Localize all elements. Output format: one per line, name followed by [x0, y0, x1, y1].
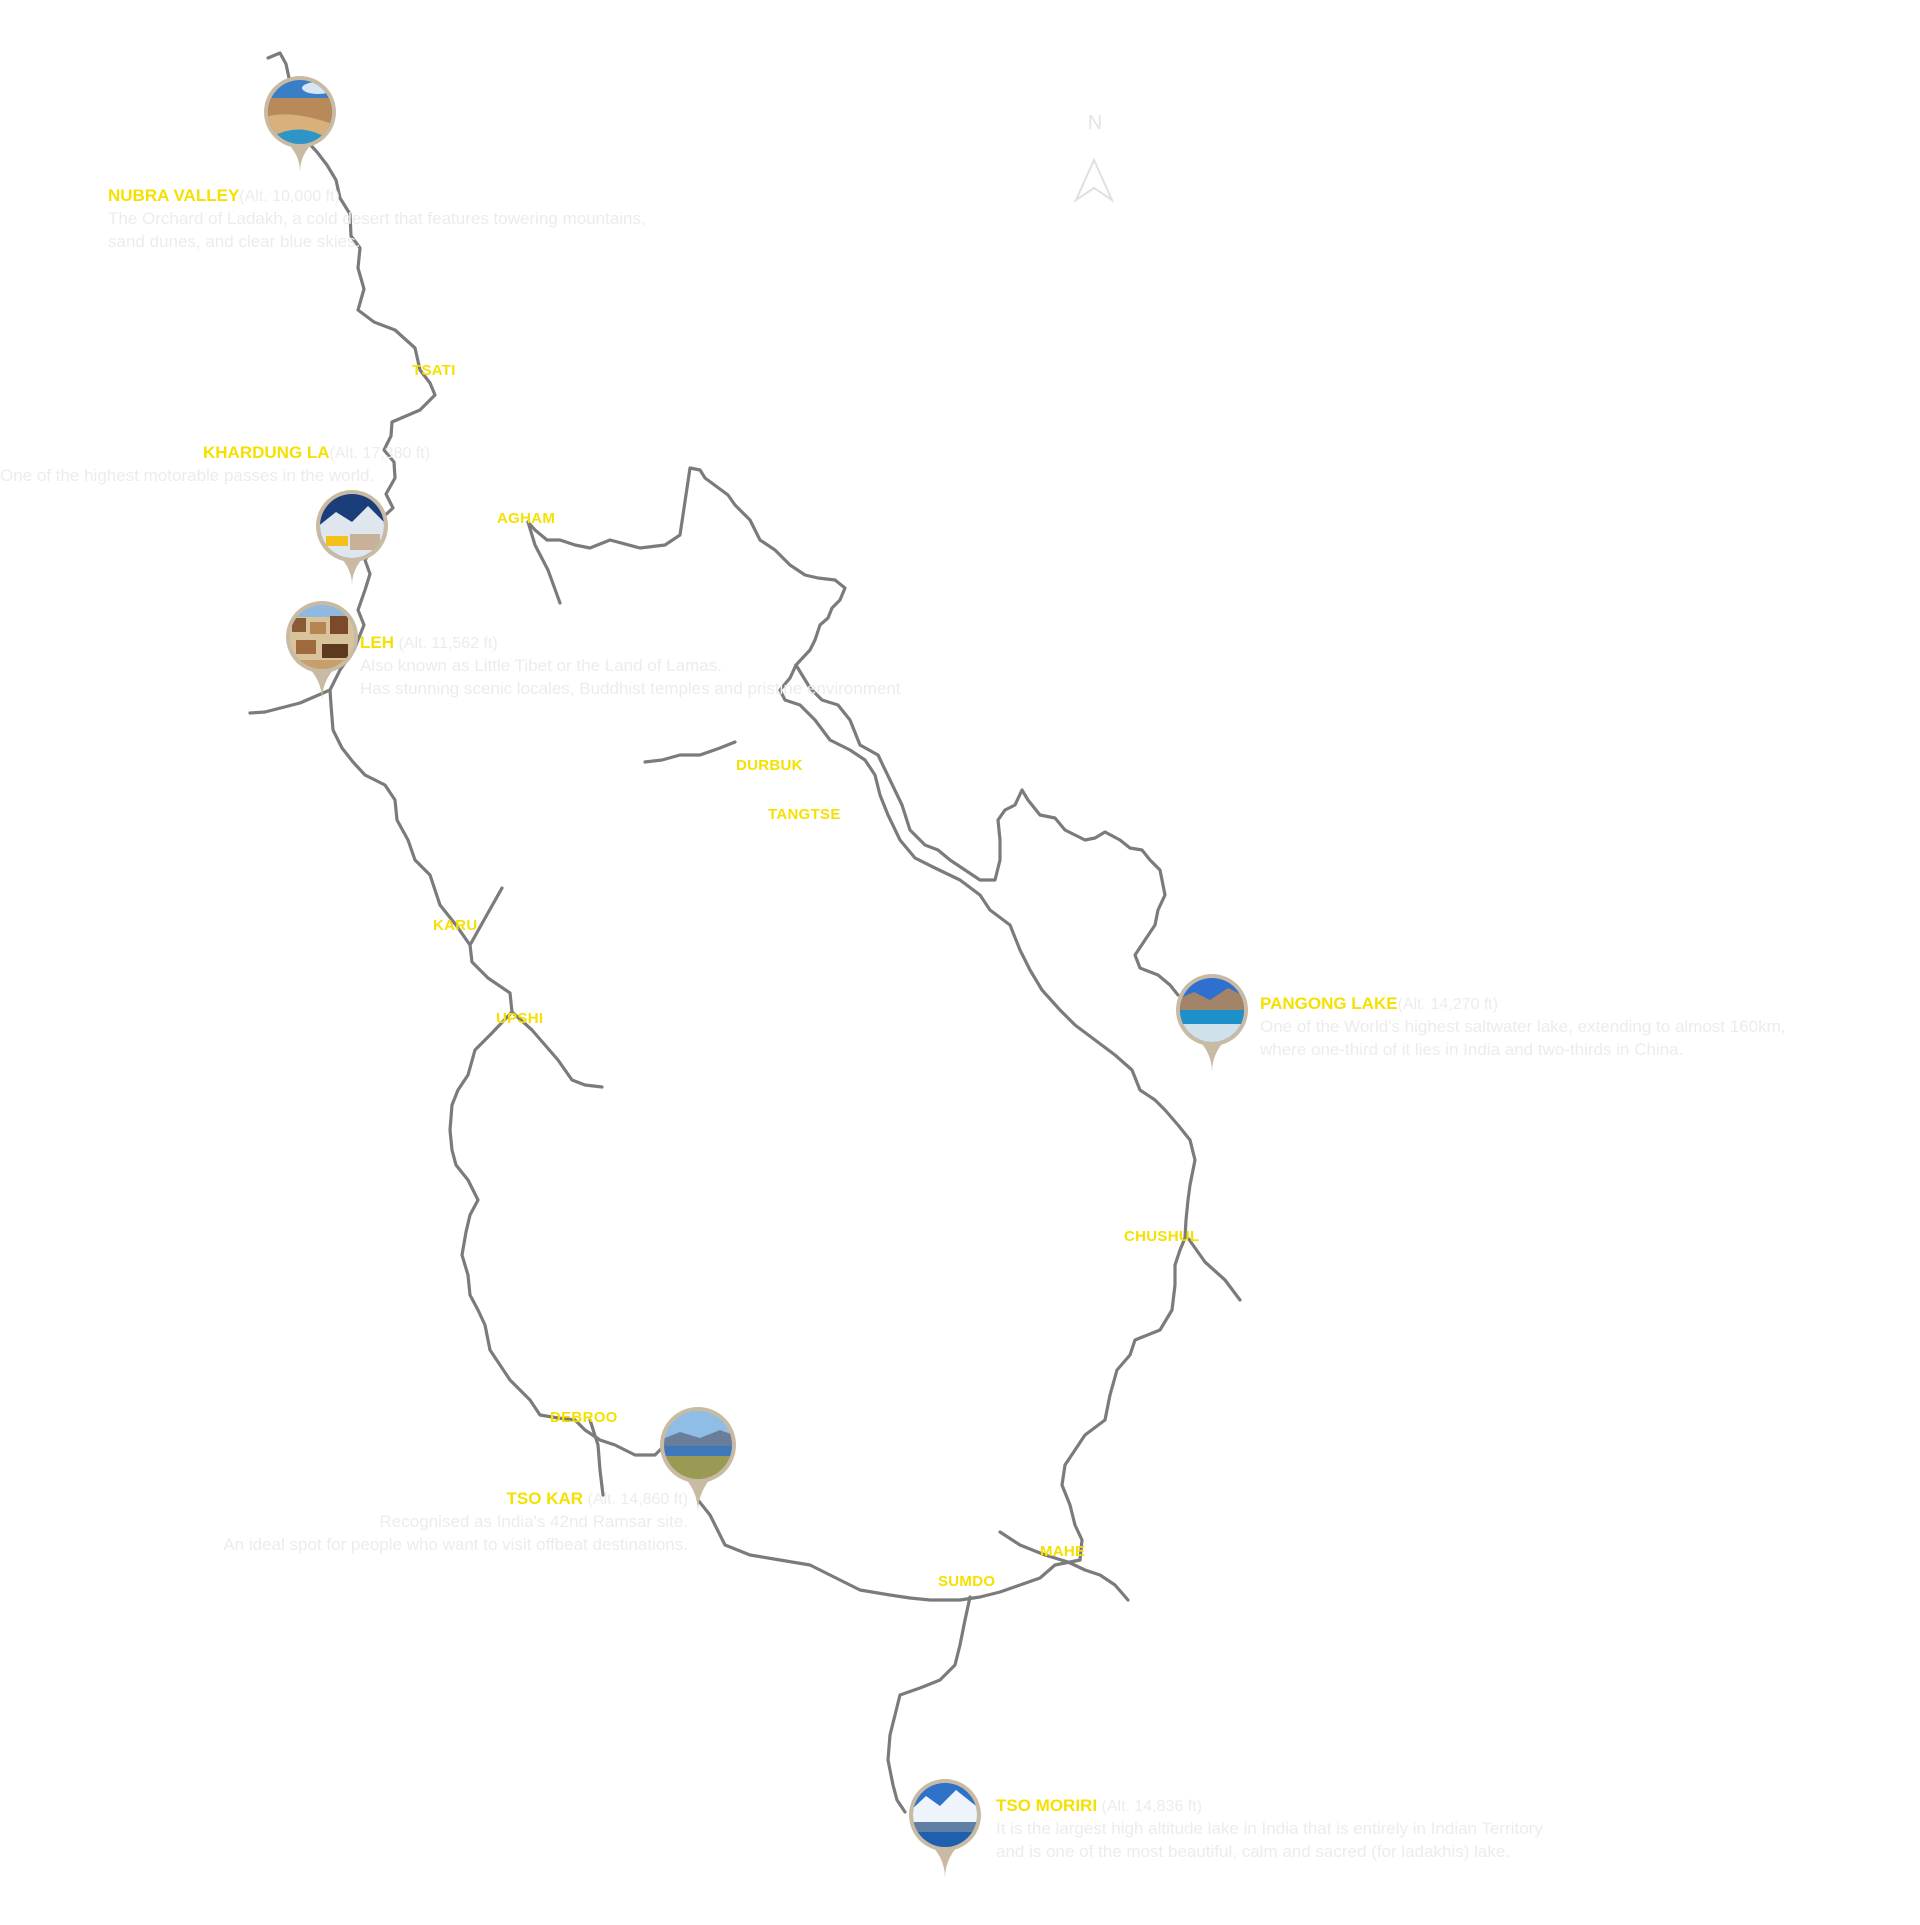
- destination-description-line: Also known as Little Tibet or the Land o…: [360, 656, 722, 675]
- town-label-debroo: DEBROO: [550, 1409, 618, 1426]
- destination-altitude: (Alt. 14,270 ft): [1397, 996, 1499, 1013]
- north-arrow-icon: [1073, 157, 1115, 203]
- town-label-karu: KARU: [433, 917, 478, 934]
- road-karu-spur: [468, 886, 504, 947]
- tsokar-photo: [664, 1411, 732, 1479]
- destination-name: TSO KAR: [506, 1489, 584, 1508]
- destination-altitude: (Alt. 10,000 ft): [239, 188, 340, 205]
- pin-nubra[interactable]: [262, 74, 338, 172]
- destination-tsokar: TSO KAR (Alt. 14,860 ft) Recognised as I…: [223, 1488, 688, 1557]
- road-upshi-to-debring: [448, 1010, 700, 1457]
- town-label-sumdo: SUMDO: [938, 1573, 996, 1590]
- destination-name: TSO MORIRI: [996, 1796, 1098, 1815]
- destination-description-line: Has stunning scenic locales, Buddhist te…: [360, 679, 901, 698]
- road-chushul-spur: [1186, 1236, 1242, 1302]
- road-upshi-spur: [510, 1010, 604, 1089]
- khardung-photo: [320, 494, 384, 558]
- road-leh-to-upshi: [248, 688, 514, 1014]
- pin-tsomoriri[interactable]: [909, 1779, 981, 1878]
- compass-label: N: [1087, 112, 1103, 134]
- town-label-agham: AGHAM: [497, 510, 556, 527]
- destination-description-line: It is the largest high altitude lake in …: [996, 1819, 1543, 1838]
- road-sumdo-to-tsomoriri: [886, 1595, 972, 1814]
- destination-khardung: KHARDUNG LA(Alt. 17,380 ft) One of the h…: [0, 442, 430, 488]
- nubra-photo: [268, 80, 332, 144]
- destination-description-line: One of the highest motorable passes in t…: [0, 466, 375, 485]
- destination-nubra: NUBRA VALLEY(Alt. 10,000 ft) The Orchard…: [108, 185, 646, 254]
- town-label-tsati: TSATI: [412, 362, 456, 379]
- destination-altitude: (Alt. 17,380 ft): [329, 445, 431, 462]
- destination-tsomoriri: TSO MORIRI (Alt. 14,836 ft) It is the la…: [996, 1795, 1543, 1864]
- road-mahe-loop: [998, 1530, 1130, 1602]
- destination-description-line: One of the World's highest saltwater lak…: [1260, 1017, 1786, 1036]
- destination-altitude: (Alt. 14,860 ft): [587, 1491, 689, 1508]
- destination-name: NUBRA VALLEY: [108, 186, 240, 205]
- road-durbuk-spur: [643, 740, 737, 764]
- pangong-photo: [1180, 978, 1244, 1042]
- destination-name: KHARDUNG LA: [203, 443, 330, 462]
- town-label-durbuk: DURBUK: [736, 757, 803, 774]
- road-nubra-to-leh: [266, 51, 437, 692]
- town-label-upshi: UPSHI: [496, 1010, 544, 1027]
- destination-pangong: PANGONG LAKE(Alt. 14,270 ft) One of the …: [1260, 993, 1785, 1062]
- pin-tsokar[interactable]: [660, 1407, 736, 1512]
- road-tangtse-to-pangong: [526, 466, 847, 667]
- destination-altitude: (Alt. 11,562 ft): [398, 635, 498, 652]
- road-mahe-to-chushul: [778, 663, 1197, 1562]
- town-label-tangtse: TANGTSE: [768, 806, 841, 823]
- road-network: [248, 51, 1242, 1814]
- destination-name: PANGONG LAKE: [1260, 994, 1398, 1013]
- road-pangong-loop: [794, 663, 1180, 997]
- pin-khardung[interactable]: [316, 490, 388, 585]
- road-agham-spur: [526, 520, 562, 605]
- destination-description-line: and is one of the most beautiful, calm a…: [996, 1842, 1511, 1861]
- destination-description-line: An ideal spot for people who want to vis…: [223, 1535, 688, 1554]
- pin-leh[interactable]: [286, 601, 358, 700]
- destination-description-line: The Orchard of Ladakh, a cold desert tha…: [108, 209, 646, 228]
- town-label-mahe: MAHE: [1040, 1543, 1086, 1560]
- pin-pangong[interactable]: [1176, 974, 1248, 1072]
- destination-description-line: sand dunes, and clear blue skies.: [108, 232, 361, 251]
- destination-altitude: (Alt. 14,836 ft): [1101, 1798, 1203, 1815]
- town-label-chushul: CHUSHUL: [1124, 1228, 1200, 1245]
- destination-leh: LEH (Alt. 11,562 ft) Also known as Littl…: [360, 632, 901, 701]
- road-tsokar-to-mahe: [696, 1498, 1082, 1602]
- destination-description-line: where one-third of it lies in India and …: [1260, 1040, 1684, 1059]
- destination-description-line: Recognised as India's 42nd Ramsar site.: [379, 1512, 688, 1531]
- road-tsokar-spur: [588, 1418, 605, 1497]
- destination-name: LEH: [360, 633, 394, 652]
